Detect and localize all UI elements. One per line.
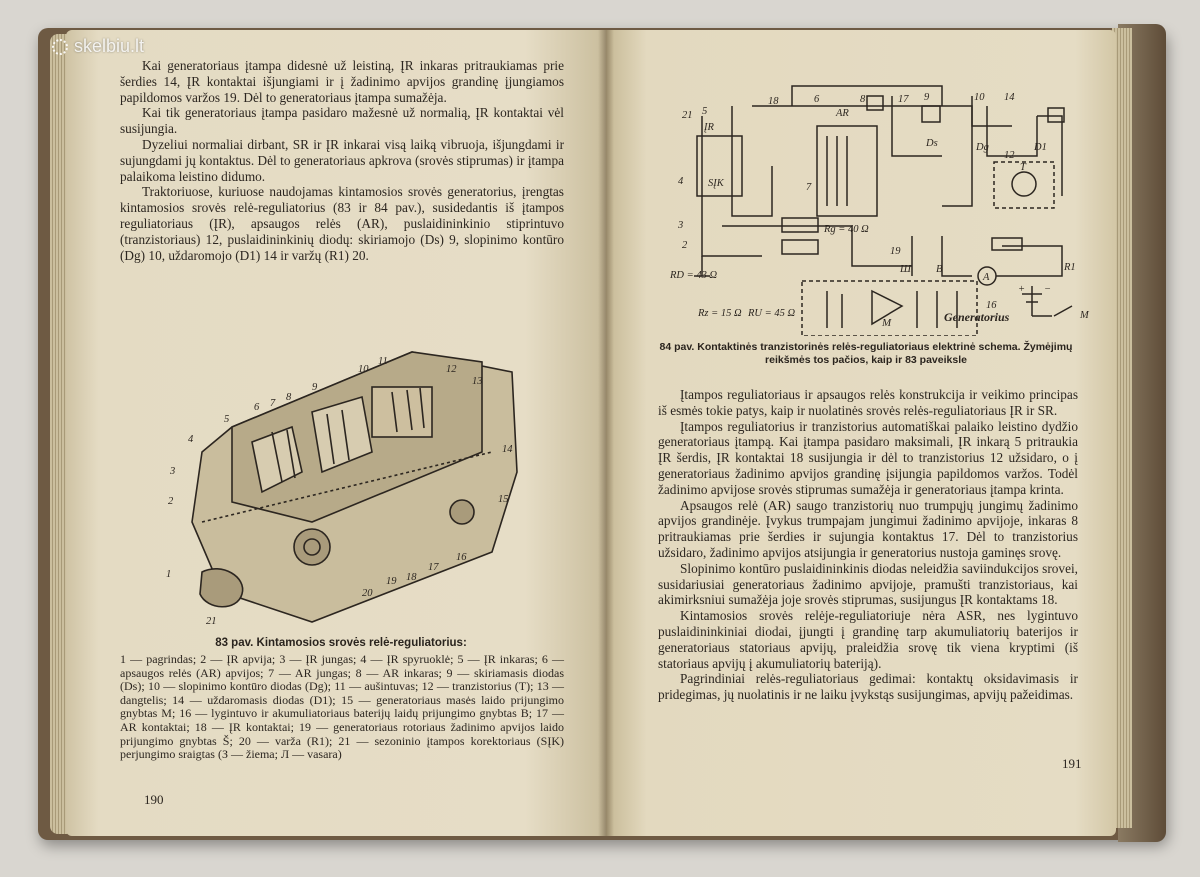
schematic-label: −	[1044, 284, 1051, 295]
schematic-label: Rg = 40 Ω	[823, 224, 869, 235]
page-stack-left	[50, 34, 70, 834]
schematic-label: 3	[677, 220, 683, 231]
fig83-label: 17	[428, 562, 439, 573]
right-paragraph-6: Pagrindiniai relės-reguliatoriaus gedima…	[658, 671, 1078, 703]
fig83-label: 1	[166, 569, 171, 580]
schematic-label: A	[982, 272, 990, 283]
left-page-body: Kai generatoriaus įtampa didesnė už leis…	[120, 58, 564, 263]
watermark-logo-icon	[52, 38, 68, 55]
schematic-label: 2	[682, 240, 688, 251]
schematic-label: 17	[898, 94, 909, 105]
schematic-label: 21	[682, 110, 693, 121]
schematic-label: RD = 43 Ω	[669, 270, 717, 281]
figure-83-caption: 83 pav. Kintamosios srovės relė-reguliat…	[215, 637, 467, 649]
schematic-label: 7	[806, 182, 812, 193]
schematic-label: 6	[814, 94, 820, 105]
schematic-label: Rz = 15 Ω	[697, 308, 742, 319]
figure-84-schematic: 21 5 18 6 AR 8 17 9 10 14 ĮR SĮK 4 3 2 7…	[669, 85, 1090, 336]
fig83-label: 4	[188, 434, 194, 445]
fig83-label: 20	[362, 588, 373, 599]
schematic-label: 12	[1004, 150, 1015, 161]
schematic-label: Ds	[925, 138, 938, 149]
schematic-label: Ш	[899, 264, 912, 275]
schematic-label: ĮR	[703, 122, 714, 133]
right-paragraph-3: Apsaugos relė (AR) saugo tranzistorių nu…	[658, 497, 1078, 560]
schematic-label: 5	[702, 106, 707, 117]
fig83-label: 9	[312, 382, 318, 393]
fig83-label: 2	[168, 496, 174, 507]
schematic-ground-label: M	[882, 317, 892, 329]
fig83-label: 5	[224, 414, 229, 425]
figure-84-caption: 84 pav. Kontaktinės tranzistorinės relės…	[659, 341, 1073, 366]
schematic-label: 10	[974, 92, 985, 103]
schematic-label: 14	[1004, 92, 1015, 103]
fig83-label: 12	[446, 364, 457, 375]
fig83-label: 14	[502, 444, 513, 455]
fig83-label: 15	[498, 494, 509, 505]
right-paragraph-2: Įtampos reguliatorius ir tranzistorius a…	[658, 418, 1078, 497]
left-paragraph-4: Traktoriuose, kuriuose naudojamas kintam…	[120, 184, 564, 263]
fig83-label: 13	[472, 376, 483, 387]
left-page: Kai generatoriaus įtampa didesnė už leis…	[66, 30, 606, 836]
schematic-label: B	[936, 264, 943, 275]
schematic-label: AR	[835, 108, 849, 119]
schematic-label: +	[1018, 284, 1025, 295]
schematic-label: SĮK	[708, 178, 725, 189]
page-stack-right	[1112, 28, 1132, 828]
fig83-label: 16	[456, 552, 467, 563]
schematic-label: 18	[768, 96, 779, 107]
left-page-number: 190	[144, 792, 164, 807]
fig83-label: 6	[254, 402, 260, 413]
right-page: 21 5 18 6 AR 8 17 9 10 14 ĮR SĮK 4 3 2 7…	[606, 30, 1116, 836]
schematic-label: 19	[890, 246, 901, 257]
left-paragraph-2: Kai tik generatoriaus įtampa pasidaro ma…	[120, 105, 564, 137]
figure-83-legend: 1 — pagrindas; 2 — ĮR apvija; 3 — ĮR jun…	[120, 652, 564, 762]
schematic-label: Dg	[975, 142, 989, 153]
fig83-label: 8	[286, 392, 292, 403]
right-paragraph-4: Slopinimo kontūro puslaidininkinis dioda…	[658, 560, 1078, 608]
watermark-text: skelbiu.lt	[74, 36, 145, 56]
fig83-label: 21	[206, 616, 217, 627]
site-watermark: skelbiu.lt	[52, 36, 144, 57]
schematic-label: 9	[924, 92, 930, 103]
schematic-label: 16	[986, 300, 997, 311]
fig83-label: 19	[386, 576, 397, 587]
schematic-label: M	[1079, 310, 1090, 321]
right-page-body: Įtampos reguliatoriaus ir apsaugos relės…	[658, 387, 1078, 703]
book-gutter	[598, 30, 614, 836]
schematic-label: R1	[1063, 262, 1076, 273]
fig83-label: 3	[169, 466, 175, 477]
left-paragraph-3: Dyzeliui normaliai dirbant, SR ir ĮR ink…	[120, 136, 564, 184]
schematic-label: RU = 45 Ω	[747, 308, 795, 319]
left-paragraph-1: Kai generatoriaus įtampa didesnė už leis…	[120, 58, 564, 105]
schematic-label: T	[1020, 162, 1027, 173]
fig83-label: 18	[406, 572, 417, 583]
schematic-label: 4	[678, 176, 684, 187]
schematic-generator-label: Generatorius	[944, 310, 1010, 324]
schematic-label: D1	[1033, 142, 1047, 153]
right-paragraph-5: Kintamosios srovės relėje-reguliatoriuje…	[658, 608, 1078, 671]
right-page-number: 191	[1062, 756, 1082, 771]
right-paragraph-1: Įtampos reguliatoriaus ir apsaugos relės…	[658, 387, 1078, 418]
fig83-label: 10	[358, 364, 369, 375]
figure-83-relay-drawing: 1 2 3 4 5 6 7 8 9 10 11 12 13 14 15 16 1…	[166, 351, 518, 627]
fig83-label: 7	[270, 398, 276, 409]
schematic-label: 8	[860, 94, 866, 105]
fig83-label: 11	[378, 356, 388, 367]
